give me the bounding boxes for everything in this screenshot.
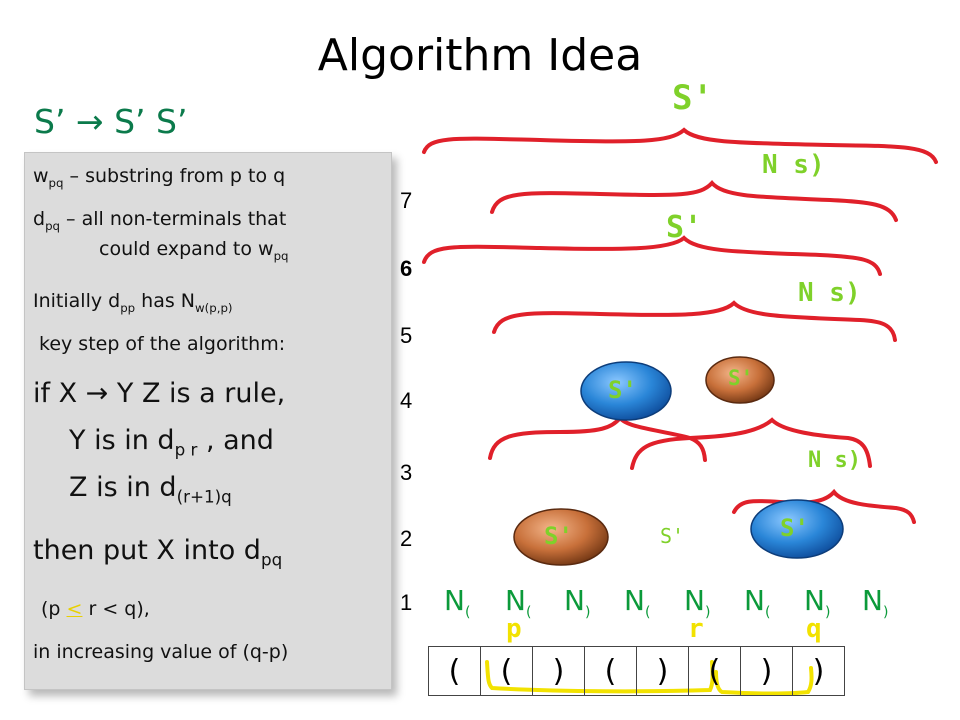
- brace-mid-4: [630, 417, 872, 470]
- brace-n-3: [732, 488, 916, 524]
- token-cell: ): [792, 646, 845, 696]
- explanation-panel: wpq – substring from p to q dpq – all no…: [24, 152, 392, 690]
- def-d-cont: could expand to wpq: [99, 238, 289, 263]
- token-cell: (: [428, 646, 481, 696]
- y-condition: Y is in dp r , and: [69, 425, 274, 460]
- action: then put X into dpq: [33, 535, 283, 570]
- token-cell: (: [480, 646, 533, 696]
- nonterminal-5: N): [684, 584, 711, 621]
- bubble-blue-row4: [580, 361, 672, 421]
- index-p-mark: p: [506, 614, 522, 644]
- bubble-label-blue-row4: S': [608, 376, 637, 404]
- range-condition: (p < r < q),: [41, 598, 150, 620]
- token-cell: ): [740, 646, 793, 696]
- bubble-label-brown-row4: S': [728, 366, 754, 390]
- label-s-top: S': [672, 78, 713, 118]
- row-number-3: 3: [400, 460, 413, 485]
- brace-s-top: [422, 127, 938, 164]
- label-n-row7: N s): [762, 150, 825, 180]
- brace-s-6: [422, 235, 882, 276]
- z-condition: Z is in d(r+1)q: [69, 472, 232, 507]
- label-n-row5: N s): [798, 278, 861, 308]
- row-number-7: 7: [400, 188, 413, 213]
- nonterminal-4: N(: [624, 584, 651, 621]
- nonterminal-1: N(: [444, 584, 471, 621]
- row-number-2: 2: [400, 526, 413, 551]
- key-step: key step of the algorithm:: [39, 333, 286, 355]
- nonterminal-6: N(: [744, 584, 771, 621]
- index-r-mark: r: [688, 614, 704, 644]
- brace-n-5: [492, 300, 897, 342]
- def-w: wpq – substring from p to q: [33, 165, 286, 190]
- nonterminal-7: N): [804, 584, 831, 621]
- nonterminal-8: N): [862, 584, 889, 621]
- token-cell: (: [688, 646, 741, 696]
- label-n-row3: N s): [808, 448, 861, 473]
- bubble-brown-row4: [705, 356, 775, 404]
- row-number-1: 1: [400, 590, 413, 615]
- row-number-6: 6: [400, 256, 413, 281]
- token-cell: ): [532, 646, 585, 696]
- bubble-label-brown-row2: S': [544, 522, 573, 550]
- bubble-blue-row2: [750, 499, 844, 559]
- bubble-brown-row2: [513, 508, 609, 566]
- index-q-mark: q: [806, 614, 822, 644]
- brace-n-7: [490, 179, 898, 222]
- def-d: dpq – all non-terminals that: [33, 208, 287, 233]
- label-s-row2-plain: S': [660, 524, 685, 548]
- rule-heading: S’ → S’ S’: [34, 102, 188, 141]
- token-cell: (: [584, 646, 637, 696]
- nonterminal-2: N(: [505, 584, 532, 621]
- bubble-label-blue-row2: S': [780, 514, 809, 542]
- input-string-table: ( ( ) ( ) ( ) ): [428, 646, 845, 696]
- initial-step: Initially dpp has Nw(p,p): [33, 290, 233, 315]
- rule-condition: if X → Y Z is a rule,: [33, 378, 286, 409]
- label-s-row6: S': [666, 210, 703, 245]
- nonterminal-3: N): [564, 584, 591, 621]
- token-cell: ): [636, 646, 689, 696]
- order-note: in increasing value of (q-p): [33, 641, 289, 663]
- row-number-4: 4: [400, 388, 413, 413]
- slide-title: Algorithm Idea: [317, 30, 643, 81]
- row-number-5: 5: [400, 323, 413, 348]
